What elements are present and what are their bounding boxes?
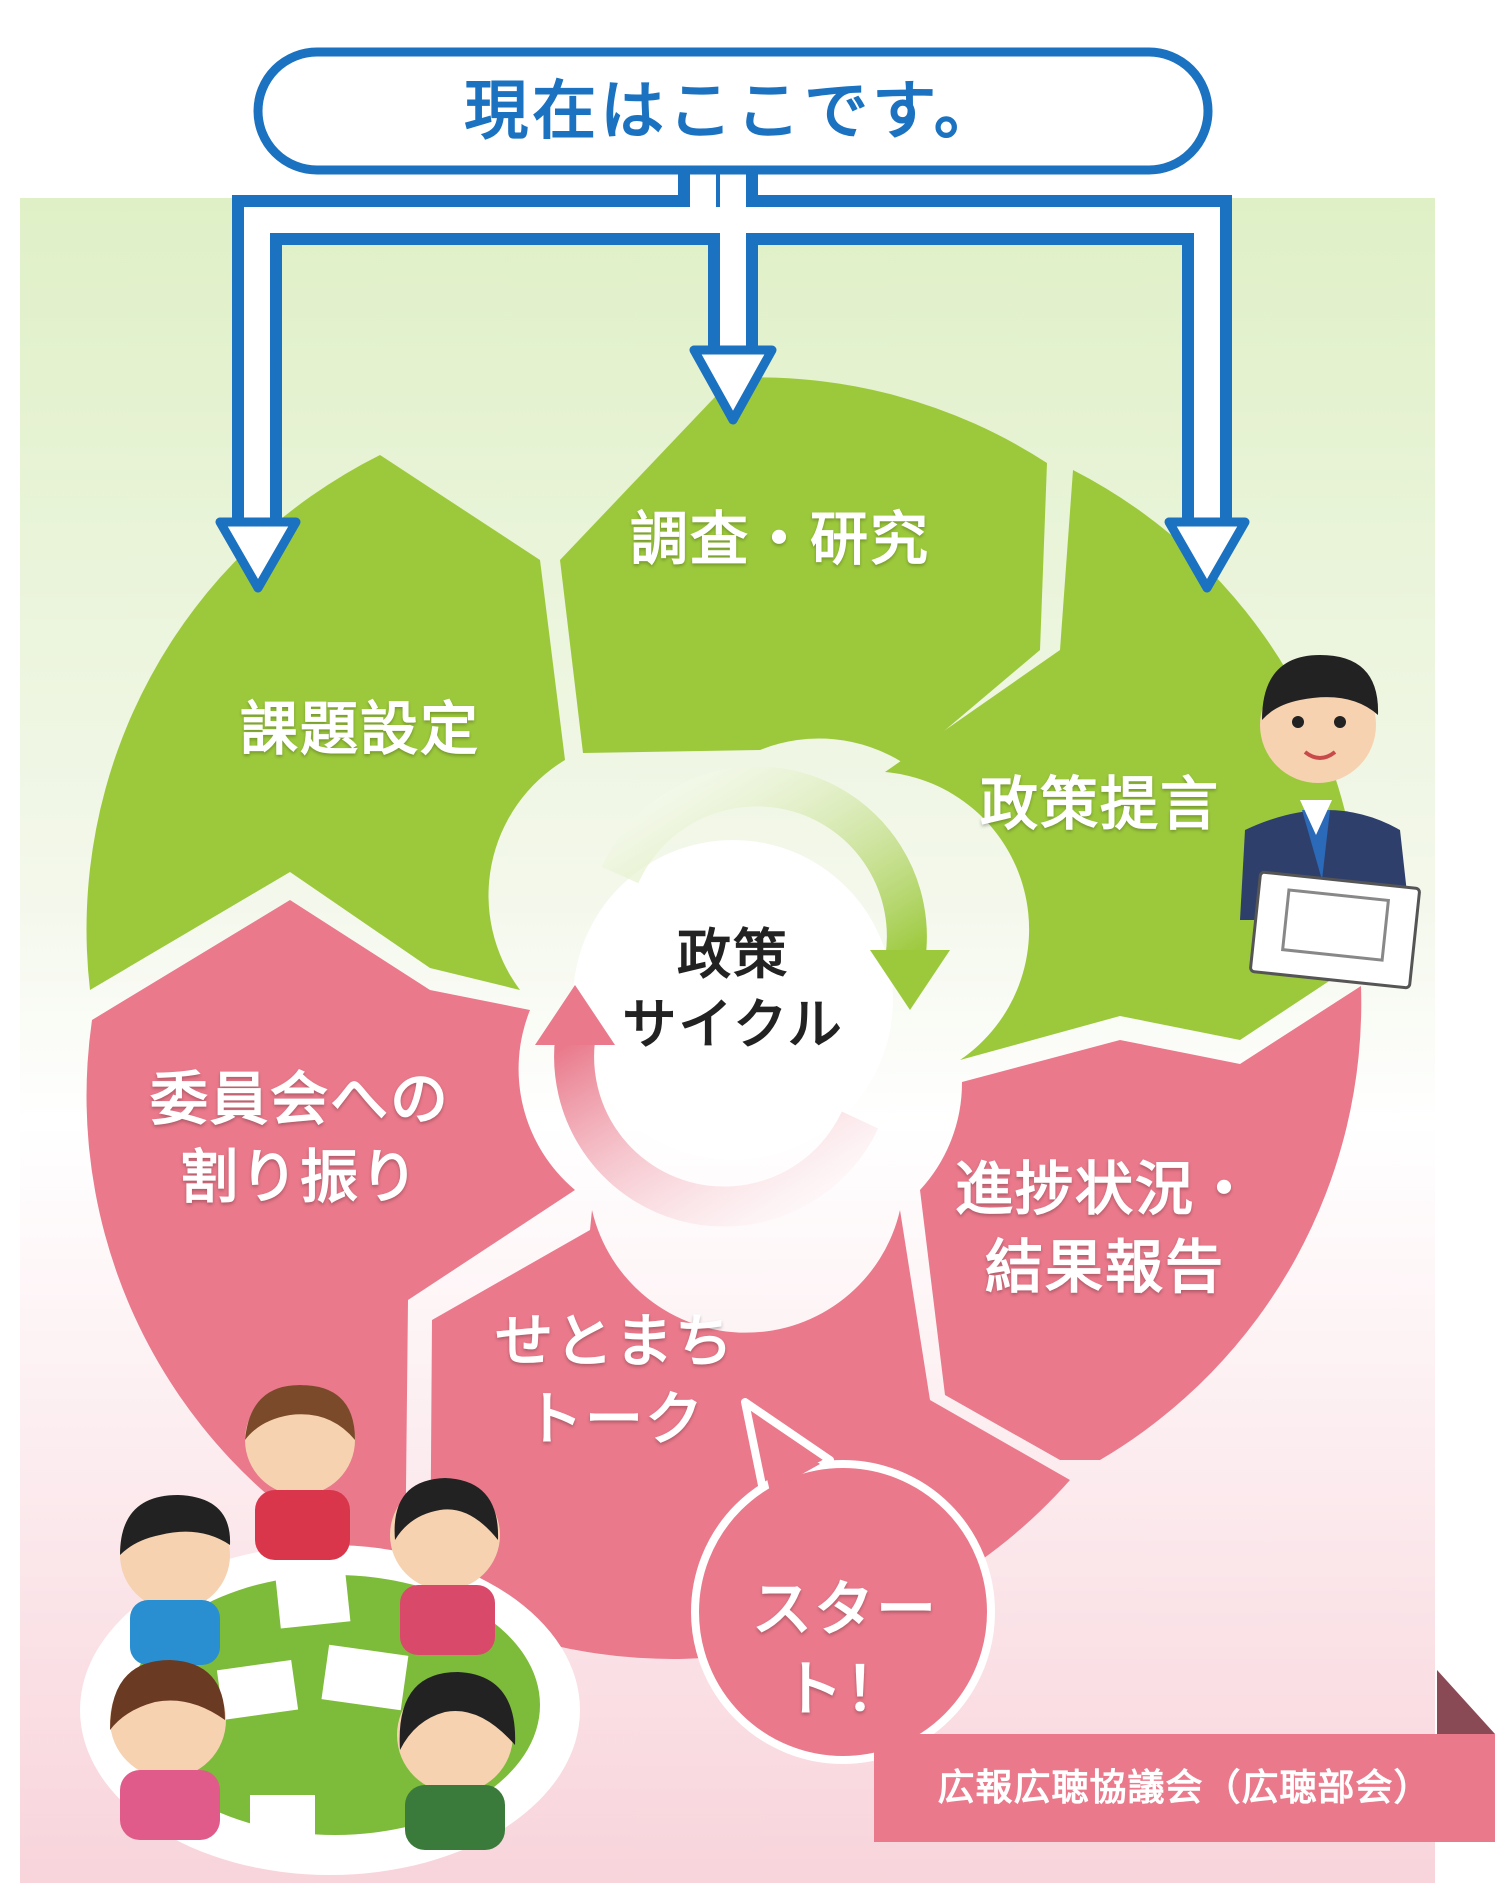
politician-illustration <box>1240 655 1421 990</box>
cycle-arrow-green <box>601 766 927 964</box>
sector-assign <box>86 900 576 1582</box>
stage-label-report: 進捗状況・ 結果報告 <box>954 1155 1255 1301</box>
organization-ribbon <box>874 1734 1495 1842</box>
arrowhead-proposal <box>1164 517 1250 593</box>
meeting-illustration <box>80 1385 580 1875</box>
current-position-box <box>253 47 1213 175</box>
stage-label-proposal: 政策提言 <box>979 770 1220 838</box>
current-position-label: 現在はここです。 <box>464 75 1002 149</box>
stage-label-issue: 課題設定 <box>239 695 480 763</box>
stage-label-talk: せとまち トーク <box>494 1307 735 1453</box>
arrowhead-research <box>689 345 777 425</box>
stage-label-assign: 委員会への 割り振り <box>149 1065 450 1211</box>
arrowhead-issue <box>215 517 301 593</box>
cycle-arrowhead-green <box>870 950 950 1010</box>
sector-research <box>560 377 1047 764</box>
cycle-arrowhead-pink <box>535 985 615 1045</box>
cycle-center-label: 政策 サイクル <box>622 923 844 1056</box>
cycle-arrow-pink <box>554 1037 879 1227</box>
sector-report <box>920 986 1362 1460</box>
start-bubble-label: スタート！ <box>752 1575 938 1725</box>
stage-label-research: 調査・研究 <box>629 505 930 573</box>
current-position-arrows <box>232 168 1232 530</box>
center-hub <box>573 840 893 1160</box>
start-bubble <box>691 1398 995 1764</box>
sector-issue <box>86 455 565 990</box>
ribbon-fold <box>1437 1670 1495 1734</box>
organization-label: 広報広聴協議会（広聴部会） <box>937 1766 1432 1809</box>
